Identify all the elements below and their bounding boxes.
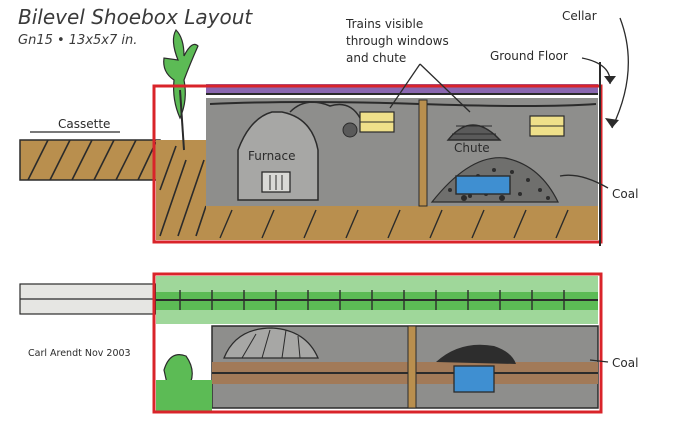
label-trains-visible-3: and chute: [346, 51, 406, 65]
diagram-subtitle: Gn15 • 13x5x7 in.: [18, 33, 137, 48]
label-furnace: Furnace: [248, 149, 296, 163]
coal-car-plan: [454, 366, 494, 392]
tree: [164, 30, 198, 150]
label-trains-visible-1: Trains visible: [345, 17, 423, 31]
diagram-title: Bilevel Shoebox Layout: [18, 5, 253, 29]
label-chute: Chute: [454, 141, 490, 155]
label-ground-floor: Ground Floor: [490, 49, 568, 63]
post-plan: [408, 326, 416, 408]
cellar-floor: [206, 206, 598, 240]
coal-car: [456, 176, 510, 194]
label-coal-bottom: Coal: [612, 356, 638, 370]
label-trains-visible-2: through windows: [346, 34, 449, 48]
artist-credit: Carl Arendt Nov 2003: [28, 348, 131, 359]
label-cellar: Cellar: [562, 9, 597, 23]
leader-cellar: [612, 18, 628, 128]
label-cassette: Cassette: [58, 117, 110, 131]
lawn-patch: [156, 380, 212, 412]
label-coal-top: Coal: [612, 187, 638, 201]
support-post: [419, 100, 427, 206]
plan-view: [20, 274, 601, 412]
cassette-track-strip: [20, 140, 160, 180]
leader-ground-floor: [582, 58, 610, 84]
